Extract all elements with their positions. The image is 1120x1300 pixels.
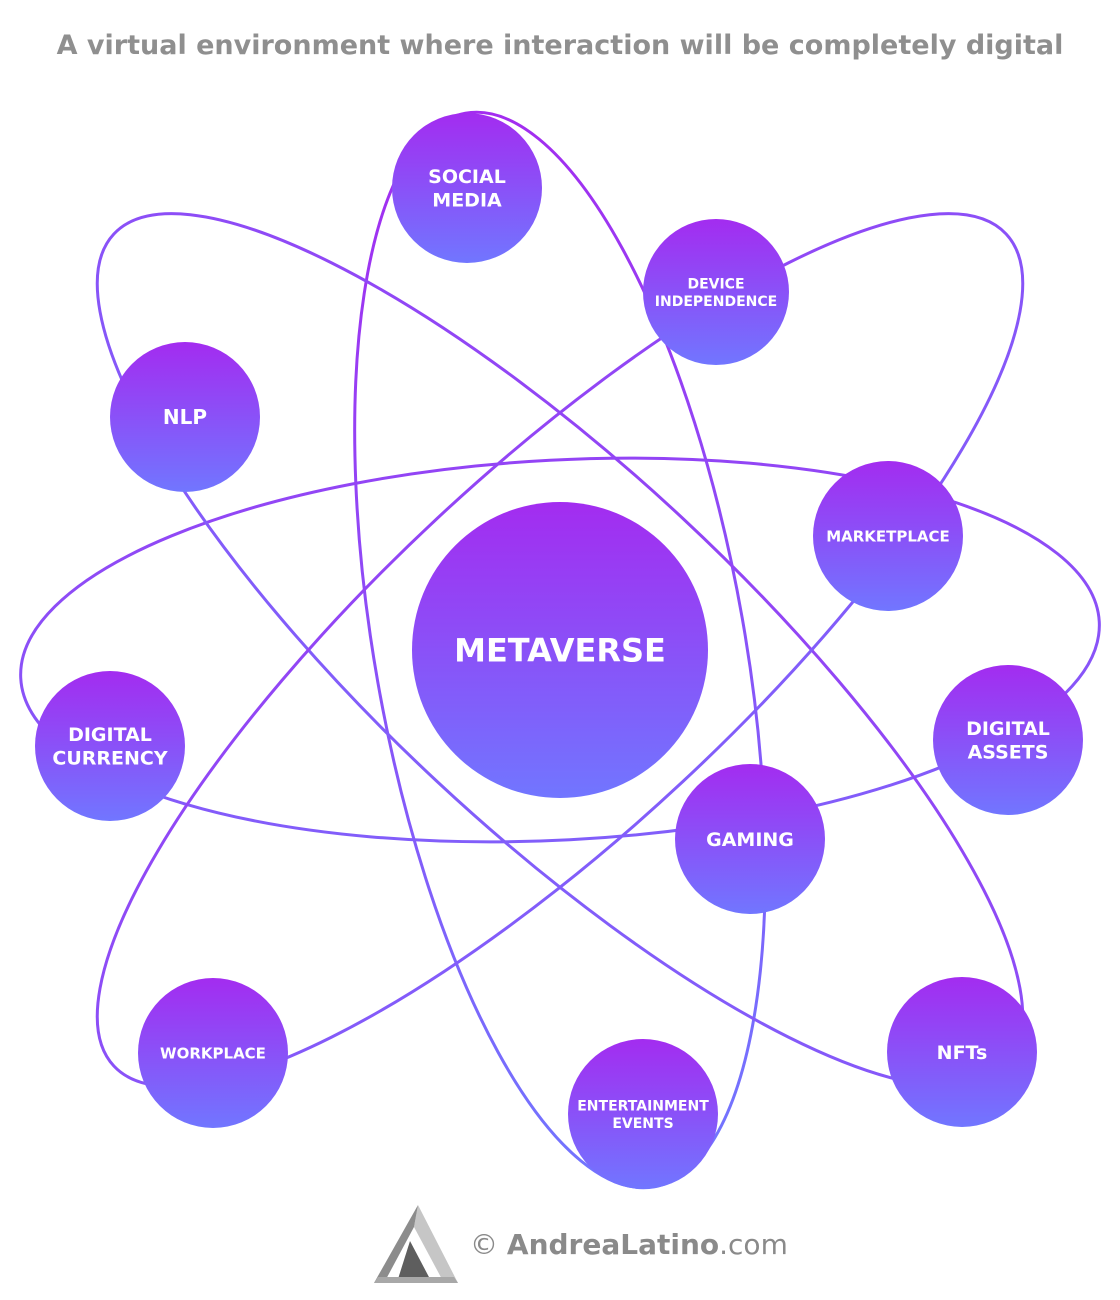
social-media-label: MEDIA [432,190,502,212]
nfts-circle [887,977,1037,1127]
nfts-label: NFTs [937,1042,988,1064]
orbit-horizontal [19,456,1101,844]
device-independence-label: DEVICE [687,276,744,292]
gaming-circle [675,764,825,914]
workplace-circle [138,978,288,1128]
marketplace-circle [813,461,963,611]
social-media-label: SOCIAL [428,166,506,188]
center-circle [412,502,708,798]
device-independence-node: DEVICE INDEPENDENCE [643,219,789,365]
gaming-label: GAMING [706,829,794,851]
marketplace-node: MARKETPLACE [813,461,963,611]
credit-line: © AndreaLatino.com [470,1228,788,1261]
nlp-label: NLP [163,405,207,429]
nlp-circle [110,342,260,492]
device-independence-label: INDEPENDENCE [655,294,777,310]
orbit-diagonal-up [95,212,1025,1088]
copyright-symbol: © [470,1228,498,1261]
credit-tld: .com [719,1228,788,1261]
center-node: METAVERSE [412,502,708,798]
social-media-circle [392,113,542,263]
marketplace-label: MARKETPLACE [826,527,950,545]
center-label: METAVERSE [454,632,666,670]
device-independence-circle [643,219,789,365]
digital-assets-label: ASSETS [968,742,1049,764]
entertainment-events-node: ENTERTAINMENT EVENTS [568,1039,718,1189]
credit-brand: AndreaLatino [506,1228,720,1261]
entertainment-events-label: ENTERTAINMENT [577,1098,709,1114]
andrealatino-logo-icon [374,1205,458,1283]
gaming-node: GAMING [675,764,825,914]
workplace-node: WORKPLACE [138,978,288,1128]
entertainment-events-label: EVENTS [612,1116,673,1132]
nfts-node: NFTs [887,977,1037,1127]
digital-assets-label: DIGITAL [966,718,1050,740]
digital-currency-circle [35,671,185,821]
digital-assets-circle [933,665,1083,815]
digital-currency-label: CURRENCY [52,748,167,770]
entertainment-events-circle [568,1039,718,1189]
page-title: A virtual environment where interaction … [56,30,1064,61]
digital-currency-label: DIGITAL [68,724,152,746]
nlp-node: NLP [110,342,260,492]
workplace-label: WORKPLACE [160,1044,266,1062]
